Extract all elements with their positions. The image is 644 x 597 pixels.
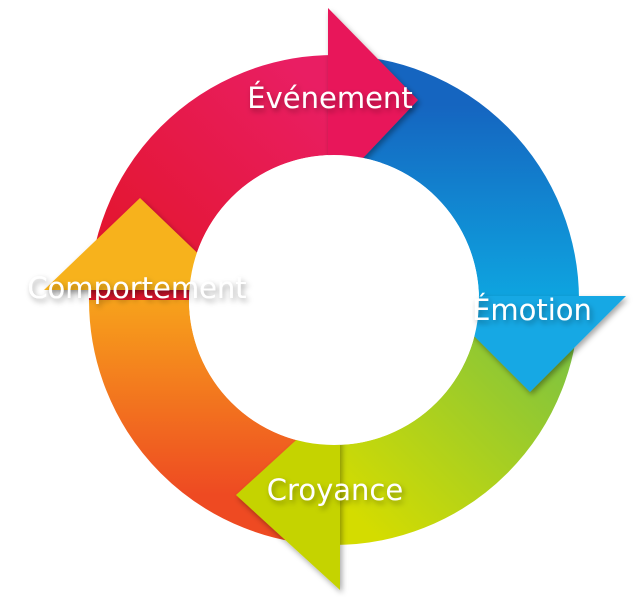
label-evenement: Événement [247,81,412,115]
center-hole [189,155,479,445]
label-comportement: Comportement [27,271,246,305]
arrow-evenement [328,8,418,195]
arrow-emotion [434,296,626,392]
arrow-croyance [236,400,340,590]
label-emotion: Émotion [472,293,592,327]
arrow-comportement [44,198,236,290]
label-croyance: Croyance [267,473,403,507]
